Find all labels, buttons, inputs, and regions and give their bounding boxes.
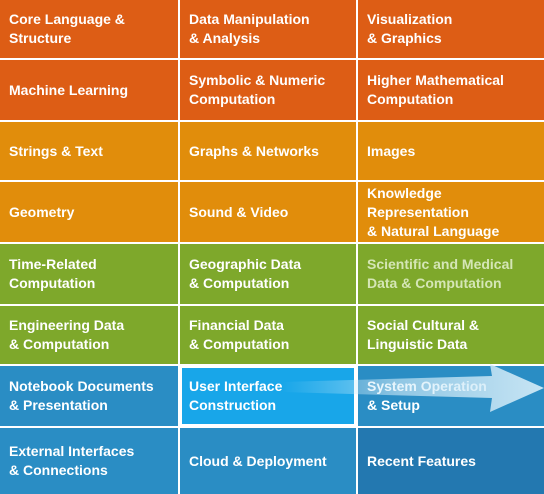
tile-social-cultural[interactable]: Social Cultural & Linguistic Data bbox=[358, 306, 544, 364]
tile-label: User Interface Construction bbox=[189, 378, 283, 413]
tile-label: External Interfaces & Connections bbox=[9, 443, 135, 478]
tile-label: Images bbox=[367, 142, 416, 159]
tile-external-interfaces[interactable]: External Interfaces & Connections bbox=[0, 428, 178, 494]
tile-cloud-deployment[interactable]: Cloud & Deployment bbox=[180, 428, 356, 494]
tile-core-language[interactable]: Core Language & Structure bbox=[0, 0, 178, 58]
tile-notebook-documents[interactable]: Notebook Documents & Presentation bbox=[0, 366, 178, 426]
tile-label: Geometry bbox=[9, 203, 75, 220]
tile-knowledge-representation[interactable]: Knowledge Representation & Natural Langu… bbox=[358, 182, 544, 242]
tile-data-manipulation[interactable]: Data Manipulation & Analysis bbox=[180, 0, 356, 58]
tile-label: Data Manipulation & Analysis bbox=[189, 11, 310, 46]
tile-time-related[interactable]: Time-Related Computation bbox=[0, 244, 178, 304]
tile-label: Social Cultural & Linguistic Data bbox=[367, 317, 480, 352]
tile-label: Geographic Data & Computation bbox=[189, 256, 302, 291]
tile-label: Core Language & Structure bbox=[9, 11, 125, 46]
tile-financial-data[interactable]: Financial Data & Computation bbox=[180, 306, 356, 364]
tile-label: Higher Mathematical Computation bbox=[367, 72, 504, 107]
tile-label: Knowledge Representation & Natural Langu… bbox=[367, 184, 500, 239]
tile-label: Engineering Data & Computation bbox=[9, 317, 125, 352]
tile-label: Machine Learning bbox=[9, 81, 129, 98]
tile-geographic-data[interactable]: Geographic Data & Computation bbox=[180, 244, 356, 304]
tile-graphs-networks[interactable]: Graphs & Networks bbox=[180, 122, 356, 180]
tile-engineering-data[interactable]: Engineering Data & Computation bbox=[0, 306, 178, 364]
tile-label: Notebook Documents & Presentation bbox=[9, 378, 154, 413]
tile-label: Recent Features bbox=[367, 452, 476, 469]
tile-label: Scientific and Medical Data & Computatio… bbox=[367, 256, 514, 291]
tile-geometry[interactable]: Geometry bbox=[0, 182, 178, 242]
tile-visualization[interactable]: Visualization & Graphics bbox=[358, 0, 544, 58]
tile-system-operation[interactable]: System Operation & Setup bbox=[358, 366, 544, 426]
tile-recent-features[interactable]: Recent Features bbox=[358, 428, 544, 494]
tile-symbolic-numeric[interactable]: Symbolic & Numeric Computation bbox=[180, 60, 356, 120]
tile-label: Graphs & Networks bbox=[189, 142, 319, 159]
tile-images[interactable]: Images bbox=[358, 122, 544, 180]
tile-label: Strings & Text bbox=[9, 142, 103, 159]
tile-higher-math[interactable]: Higher Mathematical Computation bbox=[358, 60, 544, 120]
tile-scientific-medical[interactable]: Scientific and Medical Data & Computatio… bbox=[358, 244, 544, 304]
tile-label: Sound & Video bbox=[189, 203, 289, 220]
tile-machine-learning[interactable]: Machine Learning bbox=[0, 60, 178, 120]
tile-strings-text[interactable]: Strings & Text bbox=[0, 122, 178, 180]
tile-label: Time-Related Computation bbox=[9, 256, 97, 291]
tile-sound-video[interactable]: Sound & Video bbox=[180, 182, 356, 242]
tile-label: Financial Data & Computation bbox=[189, 317, 290, 352]
tile-label: Symbolic & Numeric Computation bbox=[189, 72, 326, 107]
tile-user-interface-selected[interactable]: User Interface Construction bbox=[180, 366, 356, 426]
tile-label: Visualization & Graphics bbox=[367, 11, 453, 46]
tile-label: System Operation & Setup bbox=[367, 378, 487, 413]
tile-label: Cloud & Deployment bbox=[189, 452, 327, 469]
